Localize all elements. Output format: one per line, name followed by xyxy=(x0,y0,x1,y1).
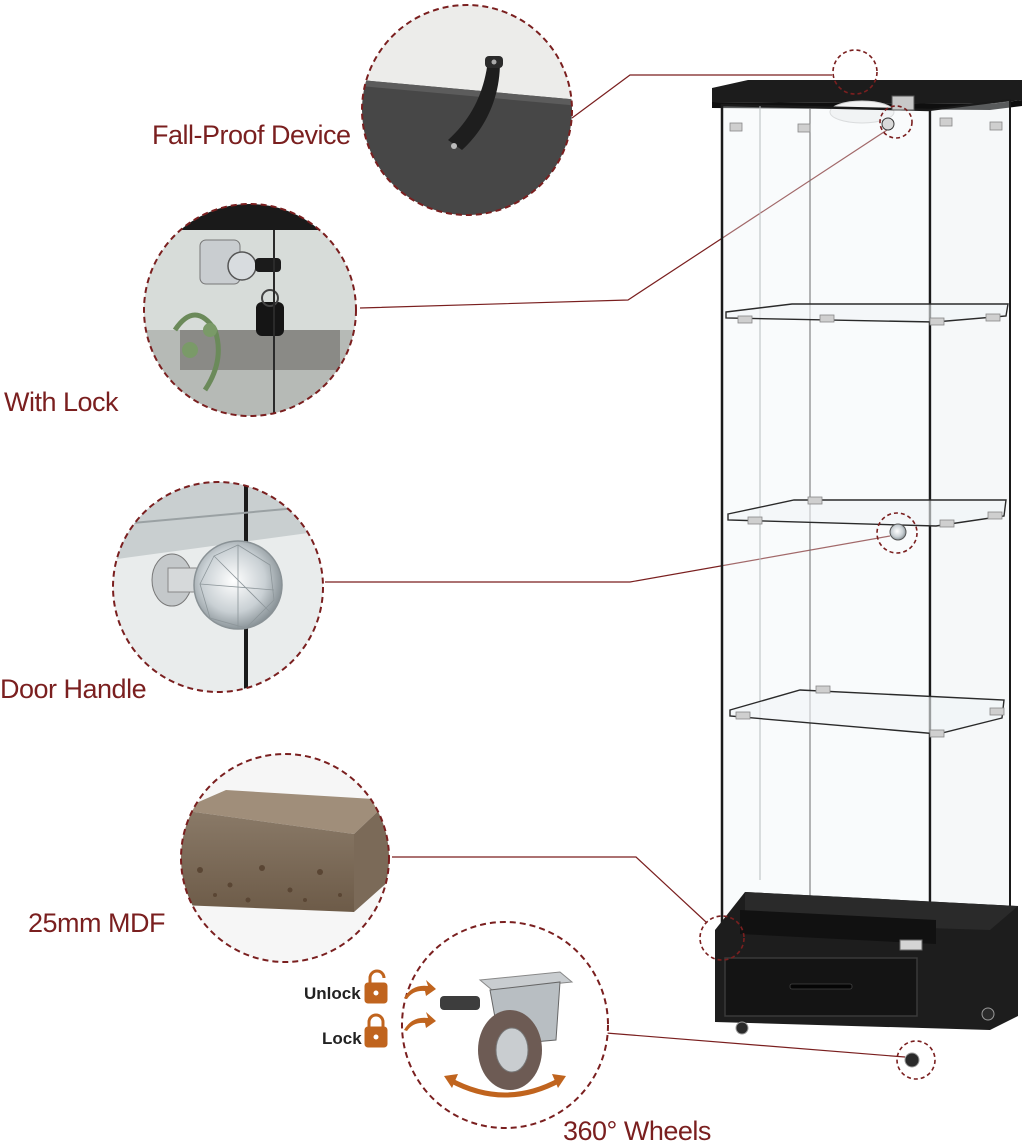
label-fall-proof-device: Fall-Proof Device xyxy=(152,120,351,150)
connector-wheels xyxy=(605,1032,906,1058)
target-wheels xyxy=(896,1040,936,1080)
label-unlock: Unlock xyxy=(304,984,361,1003)
target-fall-proof xyxy=(832,49,878,95)
callout-image-lock xyxy=(144,204,356,416)
shelf-2 xyxy=(727,499,1007,527)
connector-lock xyxy=(359,127,891,309)
label-25mm-mdf: 25mm MDF xyxy=(28,908,166,938)
label-with-lock: With Lock xyxy=(4,387,119,417)
cabinet-top-panel xyxy=(712,80,1022,104)
label-lock: Lock xyxy=(322,1029,362,1048)
shelf-1 xyxy=(725,303,1009,323)
callout-image-fall-proof xyxy=(362,5,572,215)
rotate-arrows-icon xyxy=(404,980,436,1031)
label-door-handle: Door Handle xyxy=(0,674,147,704)
target-mdf xyxy=(699,915,745,961)
connector-mdf xyxy=(392,856,707,923)
shelf-3 xyxy=(729,689,1005,735)
connector-fall-proof xyxy=(571,74,832,119)
unlock-icon xyxy=(364,969,388,1004)
lock-icon xyxy=(364,1013,388,1048)
label-360-wheels: 360° Wheels xyxy=(563,1116,711,1145)
connector-lines xyxy=(325,74,906,1058)
callout-image-wheels xyxy=(402,922,608,1128)
display-cabinet xyxy=(712,80,1022,1068)
callout-image-mdf xyxy=(181,754,389,962)
target-lock xyxy=(879,105,913,139)
connector-door-handle xyxy=(325,535,891,583)
drawer-handle xyxy=(789,983,853,990)
target-door-handle xyxy=(876,512,918,554)
